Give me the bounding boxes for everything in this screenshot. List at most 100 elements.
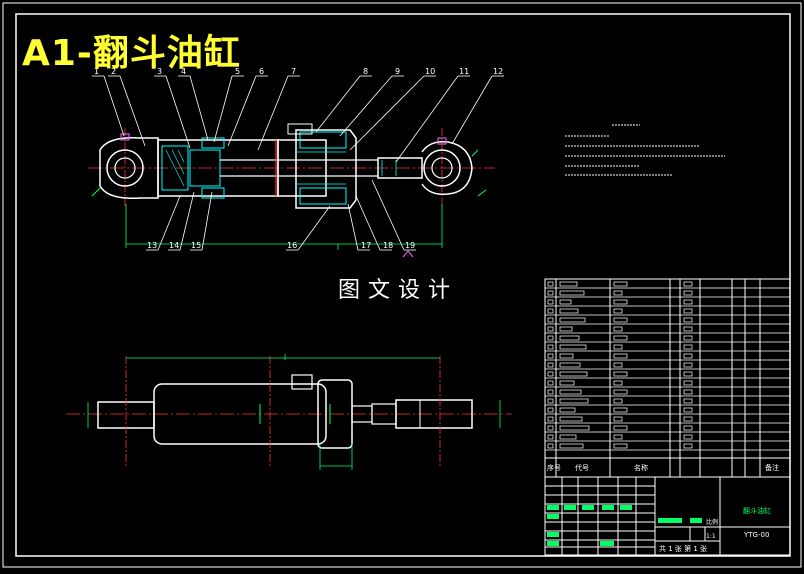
- part-number: 11: [459, 67, 469, 76]
- parts-list-cell-mark: [547, 290, 554, 296]
- part-number: 7: [291, 67, 296, 76]
- parts-list-cell-mark: [559, 434, 577, 440]
- parts-list-cell-mark: [683, 407, 693, 413]
- parts-list-cell-mark: [559, 371, 588, 377]
- parts-list-cell-mark: [547, 407, 554, 413]
- parts-list-cell-mark: [547, 353, 554, 359]
- part-number: 17: [361, 241, 371, 250]
- title-block: [544, 476, 791, 556]
- parts-list-cell-mark: [613, 434, 623, 440]
- parts-list-cell-mark: [683, 281, 693, 287]
- parts-list-cell-mark: [559, 308, 579, 314]
- parts-list-cell-mark: [613, 281, 628, 287]
- part-number: 12: [493, 67, 503, 76]
- parts-list-cell-mark: [547, 326, 554, 332]
- parts-list-cell-mark: [547, 443, 554, 449]
- parts-list-cell-mark: [613, 371, 628, 377]
- parts-list-cell-mark: [683, 353, 693, 359]
- part-number: 8: [363, 67, 368, 76]
- parts-list-cell-mark: [613, 326, 623, 332]
- parts-list-cell-mark: [613, 380, 623, 386]
- parts-list-cell-mark: [683, 344, 693, 350]
- watermark: 图文设计: [338, 278, 459, 303]
- cylinder-head: [295, 129, 357, 209]
- parts-list-cell-mark: [613, 353, 628, 359]
- parts-list-cell-mark: [547, 389, 554, 395]
- parts-list-cell-mark: [547, 335, 554, 341]
- right-lug-eye: [423, 149, 461, 187]
- parts-list-cell-mark: [683, 398, 693, 404]
- parts-list-cell-mark: [559, 389, 582, 395]
- parts-list-cell-mark: [613, 362, 623, 368]
- parts-list-cell-mark: [547, 362, 554, 368]
- parts-list-cell-mark: [559, 299, 572, 305]
- part-number: 2: [111, 67, 116, 76]
- title-block-marks: [547, 505, 702, 546]
- cylinder-body-external: [153, 383, 327, 445]
- parts-list-cell-mark: [547, 398, 554, 404]
- parts-list-cell-mark: [613, 416, 623, 422]
- parts-list-cell-mark: [683, 416, 693, 422]
- parts-list-cell-mark: [683, 371, 693, 377]
- parts-list-cell-mark: [559, 362, 581, 368]
- drawing-title: A1-翻斗油缸: [22, 33, 241, 74]
- parts-list-cell-mark: [547, 380, 554, 386]
- part-number: 9: [395, 67, 400, 76]
- parts-list-cell-mark: [613, 407, 628, 413]
- part-number: 5: [235, 67, 240, 76]
- part-number: 15: [191, 241, 201, 250]
- parts-list-cell-mark: [547, 344, 554, 350]
- parts-list-cell-mark: [683, 299, 693, 305]
- parts-list-header: 序号 代号 名称 备注: [545, 457, 790, 472]
- parts-list-cell-mark: [547, 434, 554, 440]
- parts-list-cell-mark: [613, 425, 628, 431]
- parts-list-cell-mark: [547, 425, 554, 431]
- external-view: [66, 354, 512, 470]
- parts-list-cell-mark: [559, 407, 576, 413]
- parts-list-cell-mark: [547, 317, 554, 323]
- parts-list-cell-mark: [559, 416, 583, 422]
- drawing-name: 翻斗油缸: [743, 506, 771, 515]
- parts-list-cell-mark: [683, 434, 693, 440]
- leader-lines-top: [92, 75, 504, 163]
- header-remark: 备注: [765, 463, 779, 472]
- technical-notes: [565, 124, 725, 176]
- parts-list-cell-mark: [613, 344, 623, 350]
- part-number: 18: [383, 241, 393, 250]
- parts-list-cell-mark: [613, 317, 628, 323]
- part-number: 4: [181, 67, 186, 76]
- part-number: 19: [405, 241, 415, 250]
- parts-list-cell-mark: [547, 281, 554, 287]
- rod-end: [377, 157, 423, 179]
- parts-list-cell-mark: [683, 425, 693, 431]
- drawing-code: YTG-00: [743, 531, 769, 539]
- parts-list-cell-mark: [547, 416, 554, 422]
- parts-list-cell-mark: [559, 353, 574, 359]
- left-lug-eye: [106, 149, 144, 187]
- parts-list-cell-mark: [559, 317, 586, 323]
- right-end-clevis: [395, 399, 473, 429]
- parts-list-cell-mark: [559, 281, 578, 287]
- header-name: 名称: [634, 463, 648, 472]
- parts-list-cell-mark: [683, 443, 693, 449]
- part-number: 6: [259, 67, 264, 76]
- parts-list-cell-mark: [683, 326, 693, 332]
- part-number: 1: [94, 67, 99, 76]
- parts-list-cell-mark: [559, 425, 590, 431]
- parts-list-cell-mark: [683, 290, 693, 296]
- parts-list-cell-mark: [559, 335, 580, 341]
- parts-list-cell-mark: [683, 335, 693, 341]
- parts-list-rows: [545, 281, 790, 451]
- title-block-text: 翻斗油缸 YTG-00 1:1 比例 共 1 张 第 1 张: [659, 506, 771, 553]
- parts-list-cell-mark: [547, 299, 554, 305]
- parts-list-cell-mark: [613, 299, 628, 305]
- parts-list-cell-mark: [559, 443, 584, 449]
- sheet-info: 共 1 张 第 1 张: [659, 544, 707, 553]
- header-code: 代号: [575, 463, 589, 472]
- parts-list-cell-mark: [559, 380, 575, 386]
- parts-list-cell-mark: [683, 362, 693, 368]
- parts-list-cell-mark: [559, 344, 587, 350]
- left-lug-body: [99, 137, 159, 199]
